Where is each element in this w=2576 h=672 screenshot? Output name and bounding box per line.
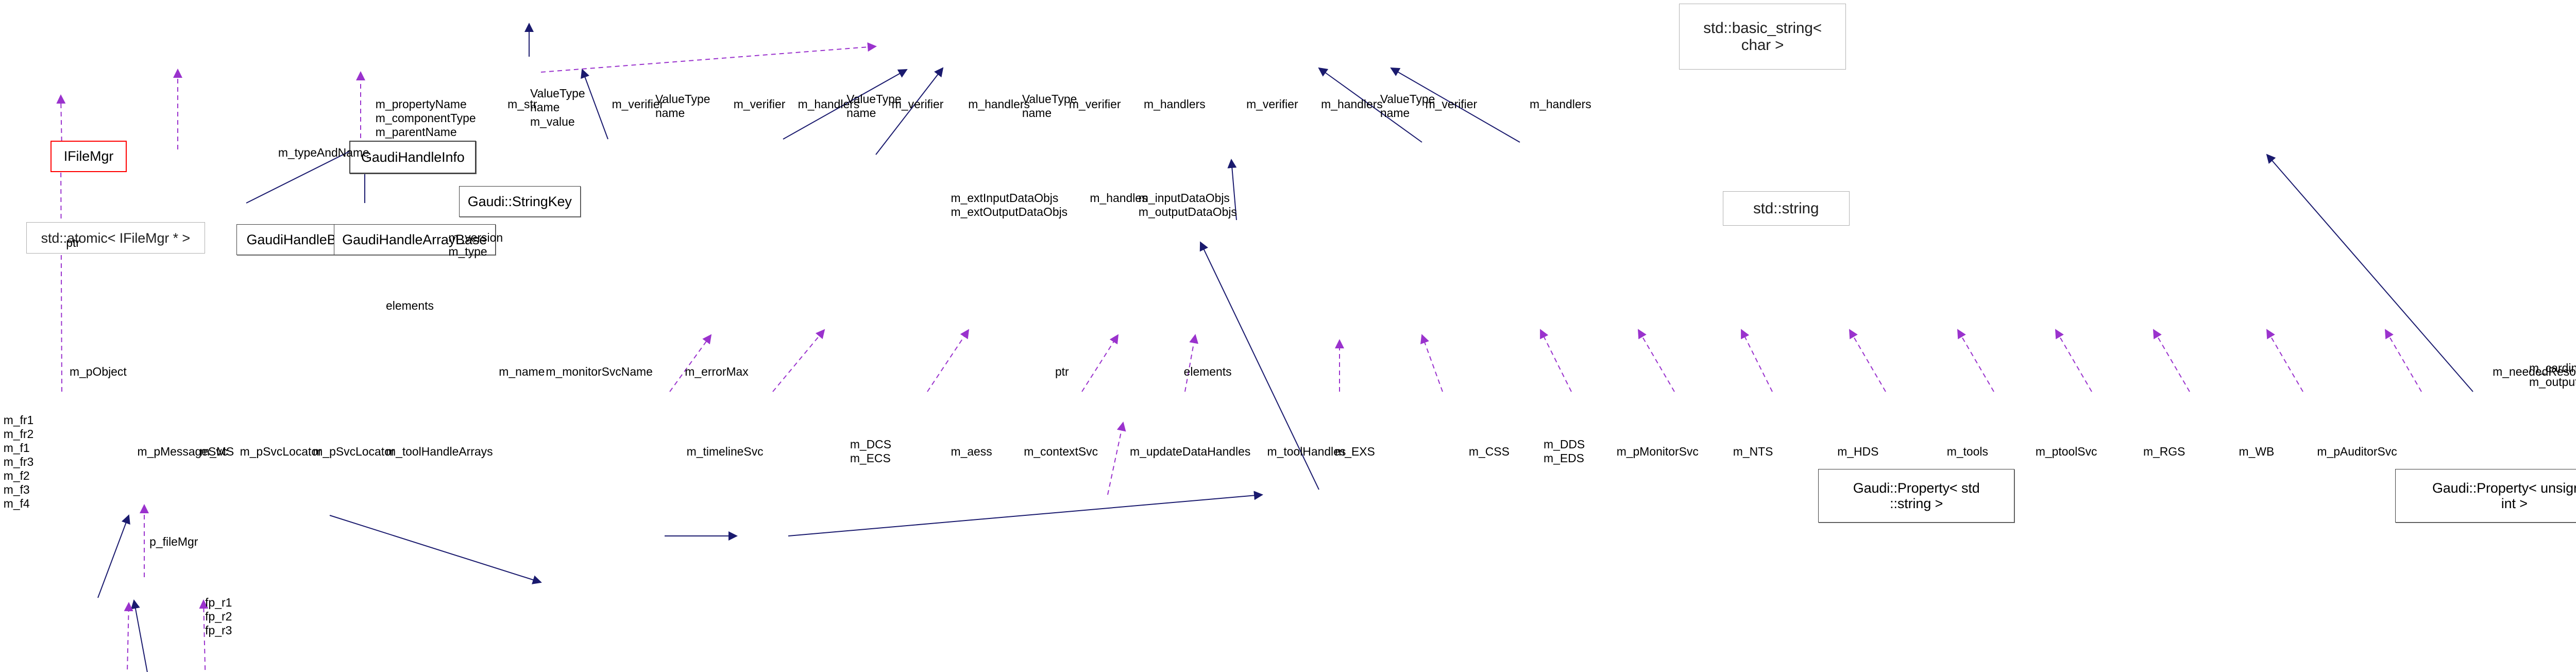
edge-label-m_DCS_m_ECS: m_DCS m_ECS <box>850 438 891 465</box>
edge-label-p_fileMgr: p_fileMgr <box>149 534 198 548</box>
edge-label-m_propertyName: m_propertyName m_componentType m_parentN… <box>375 97 476 139</box>
edge-label-ptr: ptr <box>66 236 80 250</box>
edge-label-m_pMonitorSvc: m_pMonitorSvc <box>1616 444 1699 458</box>
edge-label-valuetype_name_3: ValueType name <box>846 92 902 120</box>
edge-label-m_name: m_name <box>499 364 545 378</box>
edge-label-m_handlers_4: m_handlers <box>1321 97 1383 111</box>
edge-label-m_verifier_2: m_verifier <box>733 97 786 111</box>
class-node-prop_unsigned_int[interactable]: Gaudi::Property< unsigned int > <box>2395 468 2576 523</box>
class-node-prop_std_string[interactable]: Gaudi::Property< std ::string > <box>1818 468 2015 523</box>
edge-label-m_handles: m_handles <box>1090 191 1148 205</box>
edge-label-m_verifier_1: m_verifier <box>612 97 664 111</box>
edge-label-m_pAuditorSvc: m_pAuditorSvc <box>2317 444 2397 458</box>
edge-label-m_verifier_3: m_verifier <box>891 97 944 111</box>
edge-label-m_pSvcLocator_1: m_pSvcLocator <box>240 444 322 458</box>
edge-label-m_CSS: m_CSS <box>1468 444 1510 458</box>
edge-label-m_NTS: m_NTS <box>1733 444 1773 458</box>
edge-label-fp_r: fp_r1 fp_r2 fp_r3 <box>205 595 232 637</box>
edge-label-m_extInputDataObjs: m_extInputDataObjs m_extOutputDataObjs <box>951 191 1068 219</box>
edge-label-m_fr_list: m_fr1 m_fr2 m_f1 m_fr3 m_f2 m_f3 m_f4 <box>3 413 34 511</box>
edge-label-m_verifier_4: m_verifier <box>1069 97 1121 111</box>
edge-label-m_str: m_str <box>507 97 537 111</box>
edge-label-m_WB: m_WB <box>2239 444 2275 458</box>
edge-label-m_aess: m_aess <box>951 444 992 458</box>
edge-label-m_cardinality: m_cardinality m_outputLevel <box>2529 361 2576 389</box>
edge-label-m_monitorSvcName: m_monitorSvcName <box>546 364 653 378</box>
edge-label-elements_2: elements <box>1183 364 1232 378</box>
edge-label-m_verifier_5: m_verifier <box>1246 97 1298 111</box>
edge-label-ptr_2: ptr <box>1055 364 1069 378</box>
edge-label-m_pMessageSvc: m_pMessageSvc <box>137 444 228 458</box>
edge-label-m_typeAndName: m_typeAndName <box>278 146 369 160</box>
edge-label-m_version_m_type: m_version m_type <box>448 231 503 259</box>
class-node-std_basic_string[interactable]: std::basic_string< char > <box>1679 3 1846 70</box>
edge-label-m_needdedResources: m_neededResources <box>2493 364 2576 378</box>
edge-label-m_verifier_6: m_verifier <box>1425 97 1478 111</box>
edge-label-m_pSvcLocator_2: m_pSvcLocator <box>313 444 395 458</box>
edge-label-m_handlers_5: m_handlers <box>1530 97 1591 111</box>
edge-label-m_errorMax: m_errorMax <box>685 364 749 378</box>
edge-label-m_contextSvc: m_contextSvc <box>1024 444 1098 458</box>
edge-label-valuetype_name_5: ValueType name <box>1380 92 1435 120</box>
edge-label-m_handlers_1: m_handlers <box>798 97 860 111</box>
edge-label-m_inputDataObjs: m_inputDataObjs m_outputDataObjs <box>1138 191 1237 219</box>
edge-label-valuetype_name_4: ValueType name <box>1022 92 1077 120</box>
edge-label-m_handlers_3: m_handlers <box>1144 97 1206 111</box>
class-node-gaudihandlearraybase[interactable]: GaudiHandleArrayBase <box>333 224 496 256</box>
edge-label-m_handlers_2: m_handlers <box>968 97 1030 111</box>
edge-label-m_tools: m_tools <box>1946 444 1988 458</box>
class-node-std_string[interactable]: std::string <box>1722 191 1850 226</box>
edge-label-valuetype_name_value_1: ValueType name m_value <box>530 87 585 128</box>
edge-label-m_DDS_m_EDS: m_DDS m_EDS <box>1544 438 1585 465</box>
edge-label-m_ptoolSvc: m_ptoolSvc <box>2035 444 2097 458</box>
edge-label-m_EXS: m_EXS <box>1335 444 1375 458</box>
edge-label-m_updateDataHandles: m_updateDataHandles <box>1130 444 1251 458</box>
edge-label-m_toolHandleArrays: m_toolHandleArrays <box>386 444 493 458</box>
class-node-std_atomic_ifilemgr[interactable]: std::atomic< IFileMgr * > <box>26 222 206 254</box>
edge-label-elements: elements <box>386 298 434 312</box>
edge-label-m_timelineSvc: m_timelineSvc <box>686 444 764 458</box>
edge-label-m_RGS: m_RGS <box>2143 444 2185 458</box>
edge-label-valuetype_name_2: ValueType name <box>655 92 710 120</box>
class-node-gaudi_stringkey[interactable]: Gaudi::StringKey <box>459 186 581 217</box>
class-node-ifilemgr[interactable]: IFileMgr <box>50 140 127 172</box>
class-node-gaudihandleinfo[interactable]: GaudiHandleInfo <box>349 140 477 174</box>
edge-label-m_pObject: m_pObject <box>69 364 127 378</box>
edge-label-m_toolHandles: m_toolHandles <box>1267 444 1346 458</box>
edge-label-m_HDS: m_HDS <box>1837 444 1879 458</box>
edge-label-m_MS: m_MS <box>199 444 234 458</box>
